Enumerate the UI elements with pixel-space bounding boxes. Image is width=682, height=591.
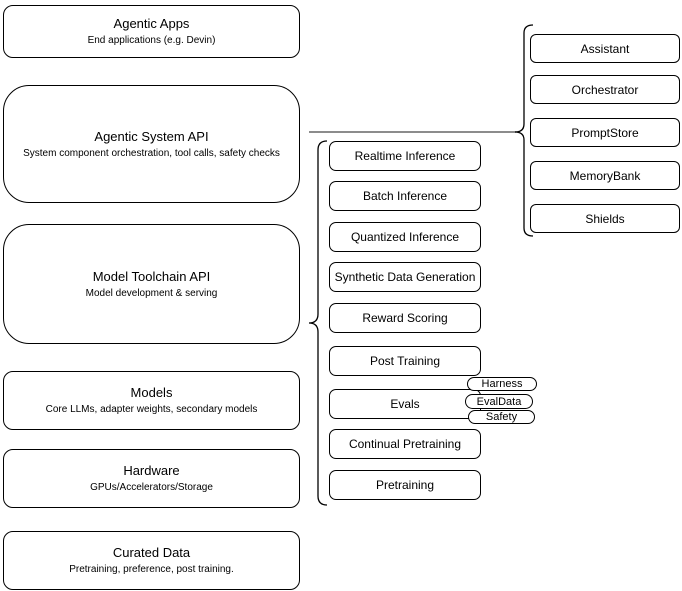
middle-group-brace	[308, 140, 328, 506]
node-post-training: Post Training	[329, 346, 481, 376]
node-label: Assistant	[580, 41, 630, 56]
node-title: Agentic System API	[94, 128, 209, 144]
node-label: Quantized Inference	[350, 230, 460, 244]
pill-evaldata: EvalData	[465, 394, 533, 409]
pill-safety: Safety	[468, 410, 535, 424]
node-batch-inference: Batch Inference	[329, 181, 481, 211]
node-pretraining: Pretraining	[329, 470, 481, 500]
node-label: Continual Pretraining	[348, 437, 462, 451]
pill-label: Harness	[481, 378, 523, 390]
node-label: MemoryBank	[569, 168, 641, 183]
node-reward-scoring: Reward Scoring	[329, 303, 481, 333]
node-label: Evals	[390, 397, 420, 411]
node-agentic-system-api: Agentic System API System component orch…	[3, 85, 300, 203]
node-subtitle: Model development & serving	[85, 287, 218, 299]
node-models: Models Core LLMs, adapter weights, secon…	[3, 371, 300, 430]
node-orchestrator: Orchestrator	[530, 75, 680, 104]
node-promptstore: PromptStore	[530, 118, 680, 147]
pill-label: Safety	[485, 411, 518, 423]
node-label: PromptStore	[571, 125, 639, 140]
node-realtime-inference: Realtime Inference	[329, 141, 481, 171]
node-hardware: Hardware GPUs/Accelerators/Storage	[3, 449, 300, 508]
node-subtitle: System component orchestration, tool cal…	[23, 147, 280, 159]
node-label: Orchestrator	[571, 82, 639, 97]
node-label: Shields	[585, 211, 625, 226]
node-shields: Shields	[530, 204, 680, 233]
node-model-toolchain-api: Model Toolchain API Model development & …	[3, 224, 300, 344]
node-memorybank: MemoryBank	[530, 161, 680, 190]
node-label: Realtime Inference	[354, 149, 456, 163]
node-subtitle: End applications (e.g. Devin)	[87, 35, 216, 46]
node-label: Pretraining	[375, 478, 435, 492]
node-label: Batch Inference	[362, 189, 448, 203]
node-subtitle: GPUs/Accelerators/Storage	[90, 482, 213, 493]
node-evals: Evals	[329, 389, 481, 419]
node-quantized-inference: Quantized Inference	[329, 222, 481, 252]
pill-harness: Harness	[467, 377, 537, 391]
node-label: Synthetic Data Generation	[334, 270, 476, 284]
node-assistant: Assistant	[530, 34, 680, 63]
node-agentic-apps: Agentic Apps End applications (e.g. Devi…	[3, 5, 300, 58]
node-title: Model Toolchain API	[92, 268, 211, 284]
node-title: Models	[130, 385, 173, 400]
pill-label: EvalData	[476, 395, 522, 408]
node-continual-pretraining: Continual Pretraining	[329, 429, 481, 459]
node-label: Post Training	[369, 354, 441, 368]
node-synthetic-data-generation: Synthetic Data Generation	[329, 262, 481, 292]
node-curated-data: Curated Data Pretraining, preference, po…	[3, 531, 300, 590]
node-title: Hardware	[123, 463, 180, 478]
node-title: Curated Data	[112, 545, 191, 560]
node-label: Reward Scoring	[362, 311, 448, 325]
node-subtitle: Core LLMs, adapter weights, secondary mo…	[45, 404, 258, 415]
node-subtitle: Pretraining, preference, post training.	[69, 564, 234, 575]
node-title: Agentic Apps	[113, 16, 190, 31]
